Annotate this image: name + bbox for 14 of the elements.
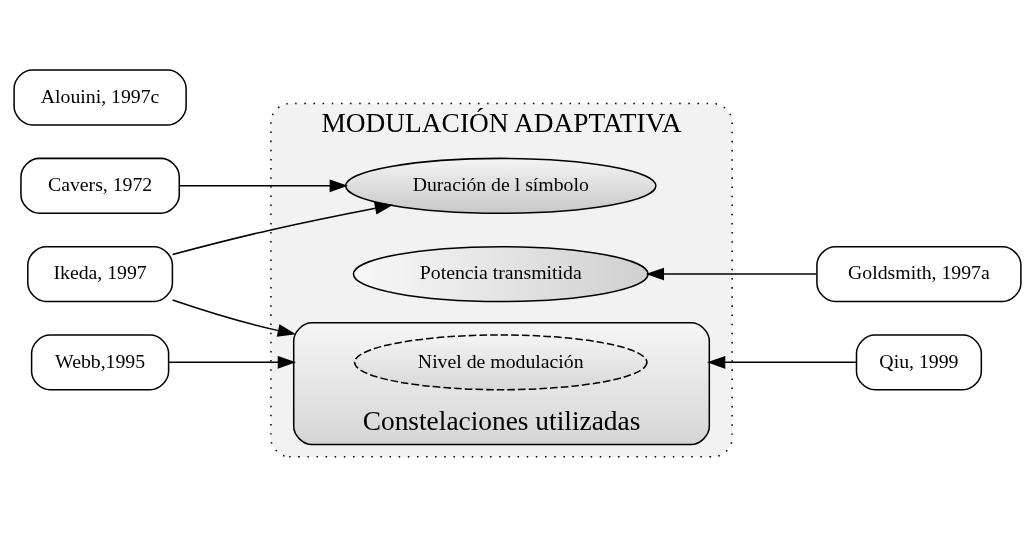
node-ellipse: Potencia transmitida xyxy=(352,245,649,303)
node-box: Webb,1995 xyxy=(30,334,170,391)
arrow xyxy=(171,201,394,256)
arrow xyxy=(171,299,296,337)
node-box: Goldsmith, 1997a xyxy=(816,245,1022,303)
node-box: Cavers, 1972 xyxy=(20,157,180,214)
arrow xyxy=(167,355,297,369)
node-ellipse: Nivel de modulación xyxy=(353,334,648,391)
node-box: Qiu, 1999 xyxy=(855,334,983,391)
arrow xyxy=(645,267,818,281)
node-box: Ikeda, 1997 xyxy=(27,245,174,303)
node-box: Alouini, 1997c xyxy=(13,69,187,126)
arrow xyxy=(707,355,857,369)
arrow xyxy=(178,179,348,193)
